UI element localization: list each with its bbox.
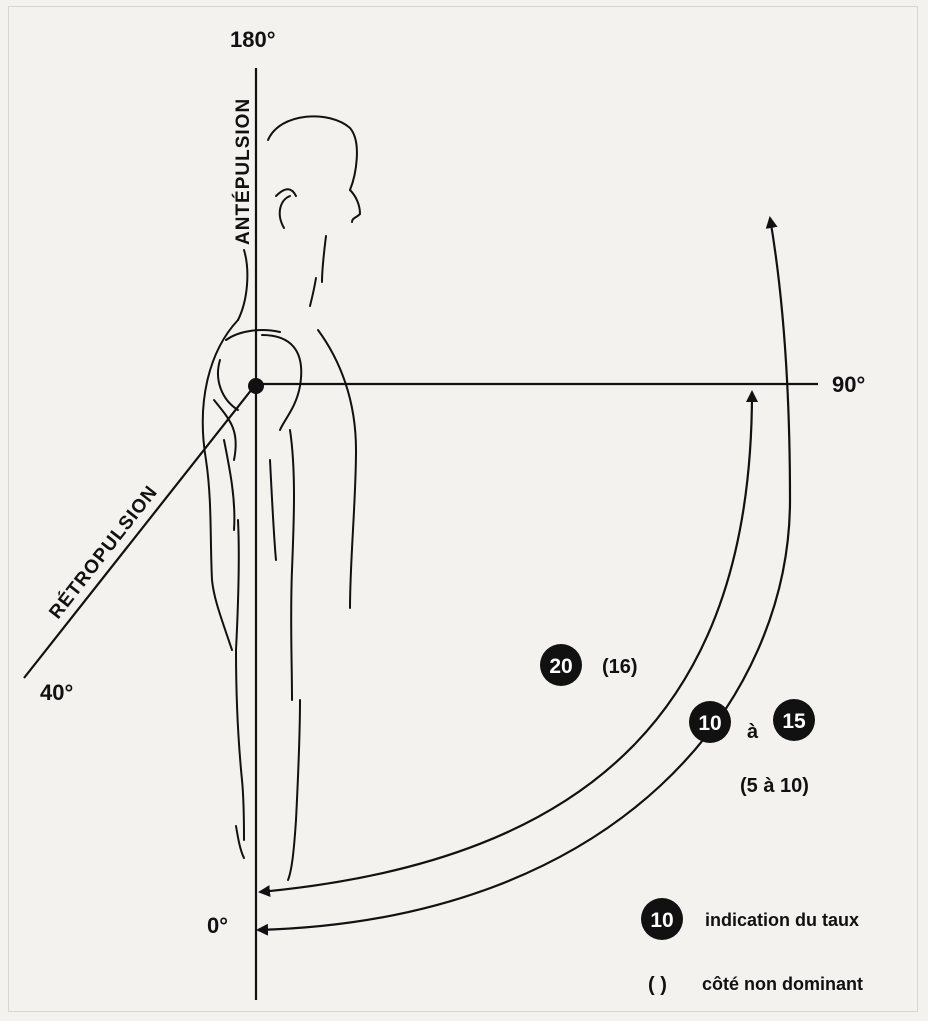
- outer-arc-nondominant: (5 à 10): [740, 775, 809, 797]
- outer-arc-connector: à: [747, 721, 759, 743]
- angle-label-0: 0°: [207, 913, 228, 938]
- angle-label-180: 180°: [230, 27, 276, 52]
- legend-rate-text: indication du taux: [705, 910, 859, 930]
- axes: [24, 68, 818, 1000]
- inner-arc-nondominant: (16): [602, 656, 638, 678]
- legend-paren-symbol: ( ): [648, 974, 667, 996]
- inner-arc-arrow: [260, 392, 752, 892]
- antepulsion-label: ANTÉPULSION: [232, 98, 254, 245]
- angle-label-40: 40°: [40, 680, 73, 705]
- legend-nondominant-text: côté non dominant: [702, 974, 863, 994]
- retropulsion-label: RÉTROPULSION: [45, 481, 163, 623]
- rate-badge-10-text: 10: [698, 712, 721, 735]
- outer-arc-rate: 10 à 15 (5 à 10): [689, 699, 815, 797]
- legend-badge-text: 10: [650, 909, 673, 932]
- retropulsion-axis: [24, 384, 256, 678]
- rate-badge-20-text: 20: [549, 655, 572, 678]
- legend: 10 indication du taux ( ) côté non domin…: [641, 898, 863, 996]
- shoulder-pivot-dot: [248, 378, 264, 394]
- rate-badge-15-text: 15: [782, 710, 806, 733]
- human-figure-sketch: [203, 116, 360, 880]
- inner-arc-rate: 20 (16): [540, 644, 638, 686]
- angle-label-90: 90°: [832, 372, 865, 397]
